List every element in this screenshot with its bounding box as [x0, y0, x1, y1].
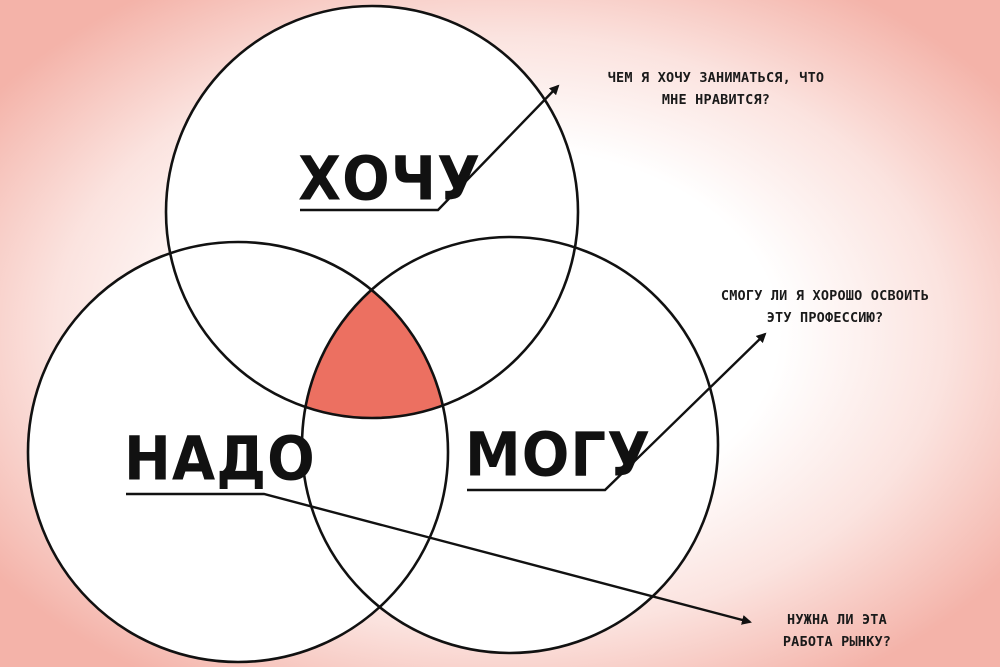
arrow-need [126, 492, 752, 625]
label-want: ХОЧУ [298, 144, 482, 215]
intersection-region [302, 242, 448, 418]
note-can: СМОГУ ЛИ Я ХОРОШО ОСВОИТЬ ЭТУ ПРОФЕССИЮ? [720, 288, 930, 326]
circle-want [164, 4, 580, 420]
circle-can [300, 235, 720, 655]
label-need: НАДО [124, 424, 316, 495]
arrow-can [467, 332, 767, 492]
arrow-want [300, 84, 560, 212]
circle-need [26, 240, 450, 664]
note-want: ЧЕМ Я ХОЧУ ЗАНИМАТЬСЯ, ЧТО МНЕ НРАВИТСЯ? [607, 70, 825, 108]
note-need: НУЖНА ЛИ ЭТА РАБОТА РЫНКУ? [782, 612, 892, 650]
label-can: МОГУ [465, 420, 652, 491]
